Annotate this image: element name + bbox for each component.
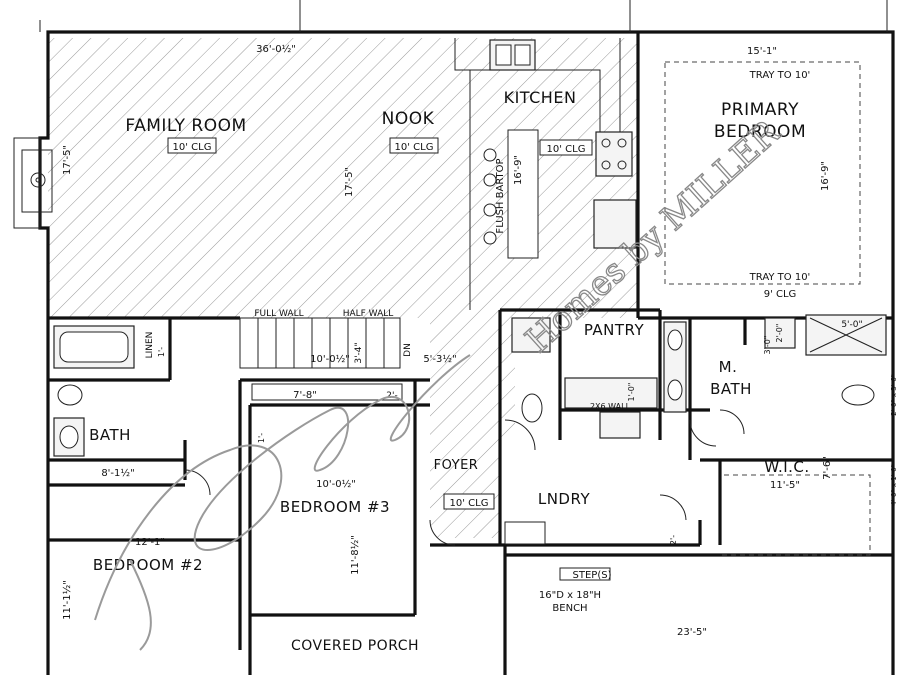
label-nook-clg: 10' CLG (395, 142, 434, 153)
label-bedroom-3: BEDROOM #3 (280, 498, 390, 516)
label-primary-clg: 9' CLG (764, 289, 797, 300)
dim-linen: 1'- (157, 347, 166, 357)
room-labels: FAMILY ROOM 10' CLG NOOK 10' CLG KITCHEN… (89, 70, 810, 654)
label-linen: LINEN (145, 332, 155, 359)
dim-bed2-width: 12'-1" (135, 537, 165, 548)
dim-closet-78: 7'-8" (293, 390, 317, 401)
label-foyer-clg: 10' CLG (450, 498, 489, 509)
label-steps: STEP(S) (573, 570, 612, 581)
dim-stair-gap: 3'-4" (354, 342, 364, 363)
label-full-wall: FULL WALL (254, 309, 303, 319)
dim-mbath-small: 2'-0" (775, 324, 784, 343)
exterior-walls (13, 0, 895, 675)
label-tray-top: TRAY TO 10' (749, 70, 811, 81)
dim-bed3-depth: 11'-8½" (349, 535, 361, 575)
dim-small-2: 2'- (669, 535, 678, 545)
dim-bed2-depth: 11'-1½" (61, 580, 73, 620)
dim-closet-right: 1'- (257, 433, 266, 443)
label-covered-porch: COVERED PORCH (291, 638, 419, 654)
door-swings (184, 409, 745, 546)
label-bedroom-2: BEDROOM #2 (93, 556, 203, 574)
dim-wic-depth: 7'-6" (822, 456, 833, 480)
label-kitchen: KITCHEN (504, 88, 577, 107)
label-bedroom-primary: BEDROOM (714, 122, 806, 142)
label-foyer: FOYER (434, 458, 479, 473)
tray-ceiling-outline (664, 61, 861, 285)
signature-scribble (94, 354, 471, 621)
interior-walls (48, 32, 893, 675)
label-pantry: PANTRY (584, 321, 645, 339)
dim-nook-depth: 17'-5" (344, 167, 355, 197)
dim-family-depth: 17'-5" (62, 145, 73, 175)
label-dn: DN (403, 343, 413, 357)
laundry-fixtures (504, 377, 871, 581)
dim-window-2: 4'-0" x 1'-0" (890, 464, 898, 506)
dim-mbath-small-2: 3'-0" (763, 336, 772, 355)
bath-fixtures (53, 314, 887, 457)
label-family-room: FAMILY ROOM (125, 116, 246, 136)
label-flush-bartop: FLUSH BARTOP (495, 158, 506, 233)
label-m-bath: BATH (710, 380, 752, 398)
dim-window-1: 2'-0" x 3'-6" (890, 374, 898, 416)
hatched-living-area (48, 38, 638, 538)
dimension-labels: 36'-0½" 17'-5" 17'-5" 16'-9" 15'-1" 16'-… (61, 43, 898, 638)
label-bench-2: BENCH (552, 603, 587, 614)
label-kitchen-clg: 10' CLG (547, 144, 586, 155)
dim-kitchen-depth: 16'-9" (513, 155, 524, 185)
label-lndry: LNDRY (538, 490, 591, 508)
label-half-wall: HALF WALL (343, 309, 394, 319)
dim-pantry-small: 1'-0" (627, 383, 636, 402)
label-tray-bottom: TRAY TO 10' (749, 272, 811, 283)
label-nook: NOOK (382, 109, 435, 129)
kitchen-fixtures (454, 38, 637, 310)
label-family-clg: 10' CLG (173, 142, 212, 153)
label-m: M. (719, 358, 738, 376)
dim-shower: 5'-0" (841, 320, 862, 330)
dim-landing: 5'-3½" (423, 353, 456, 365)
dim-bath-width: 8'-1½" (101, 467, 134, 479)
dim-stair-width: 10'-0½" (310, 353, 350, 365)
dim-wic-width: 11'-5" (770, 480, 800, 491)
dim-bed3-width: 10'-0½" (316, 478, 356, 490)
label-2x6-wall: 2X6 WALL (590, 402, 631, 411)
dim-garage-width: 23'-5" (677, 627, 707, 638)
stairs (239, 317, 403, 401)
label-primary: PRIMARY (721, 100, 799, 120)
label-wic: W.I.C. (764, 458, 809, 476)
label-bath: BATH (89, 426, 131, 444)
dim-primary-depth: 16'-9" (820, 161, 831, 191)
dim-family-width: 36'-0½" (256, 43, 296, 55)
dim-primary-width: 15'-1" (747, 46, 777, 57)
label-bench-1: 16"D x 18"H (539, 590, 601, 601)
